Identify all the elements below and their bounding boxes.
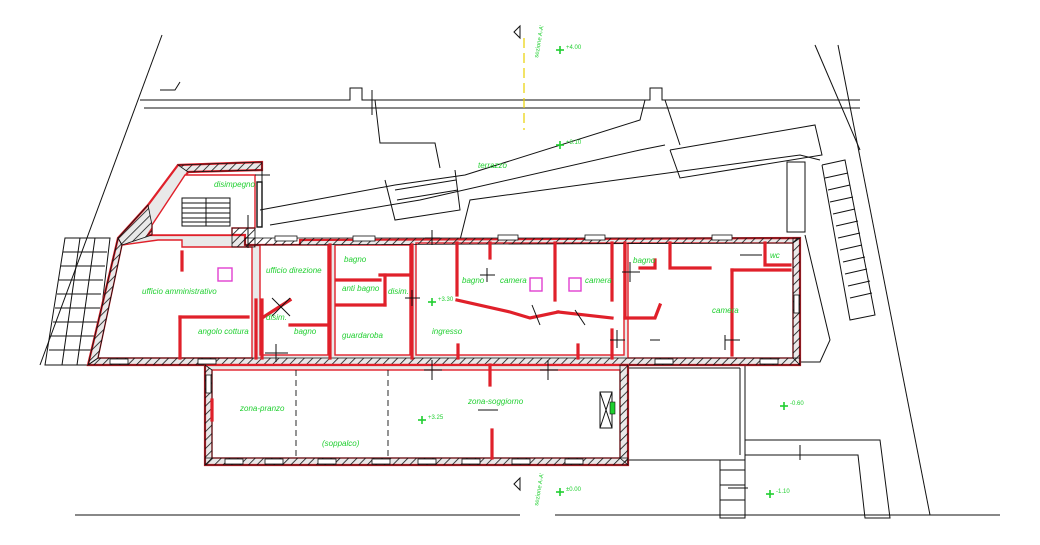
level-markers (418, 46, 788, 498)
level-top-road: +4.00 (566, 45, 582, 51)
label-ufficio-direzione: ufficio direzione (266, 266, 322, 275)
stair-disimpegno (181, 181, 263, 228)
label-bagno-4: bagno (633, 256, 656, 265)
level-right-low: -0.60 (790, 401, 804, 407)
label-angolo-cottura: angolo cottura (198, 327, 249, 336)
label-disim-2: disim. (266, 313, 287, 322)
stair-left (44, 237, 111, 366)
label-bagno-3: bagno (462, 276, 485, 285)
windows (109, 234, 800, 465)
label-ufficio-amministrativo: ufficio amministrativo (142, 287, 217, 296)
label-disim-1: disim. (388, 287, 409, 296)
label-camera-2: camera (585, 276, 612, 285)
marker-squares (217, 267, 582, 292)
level-bottom-road: ±0.00 (566, 487, 582, 493)
level-bottom-right: -1.10 (776, 489, 790, 495)
level-terrace: +3.10 (566, 140, 582, 146)
label-terrazzo: terrazzo (478, 161, 507, 170)
axis-label-top: sezione A-A' (534, 25, 546, 59)
label-bagno-2: bagno (294, 327, 317, 336)
label-bagno-1: bagno (344, 255, 367, 264)
stair-right (821, 159, 876, 321)
axis-label-bottom: sezione A-A' (534, 473, 546, 507)
label-disimpegno: disimpegno (214, 180, 255, 189)
label-ingresso: ingresso (432, 327, 463, 336)
label-camera-3: camera (712, 306, 739, 315)
level-soggiorno: +3.25 (428, 415, 444, 421)
fireplace (599, 391, 616, 429)
site-lines (39, 34, 1000, 519)
label-soppalco: (soppalco) (322, 439, 360, 448)
label-camera-1: camera (500, 276, 527, 285)
label-guardaroba: guardaroba (342, 331, 383, 340)
upper-partitions (178, 241, 792, 360)
upper-block-walls (86, 160, 802, 367)
label-zona-pranzo: zona-pranzo (239, 404, 285, 413)
room-labels: disimpegno ufficio amministrativo uffici… (142, 161, 780, 448)
lower-block (203, 363, 630, 467)
label-zona-soggiorno: zona-soggiorno (467, 397, 524, 406)
level-ingresso: +3.30 (438, 297, 454, 303)
label-wc: wc (770, 251, 780, 260)
label-anti-bagno: anti bagno (342, 284, 380, 293)
fixture-marks (247, 90, 801, 489)
